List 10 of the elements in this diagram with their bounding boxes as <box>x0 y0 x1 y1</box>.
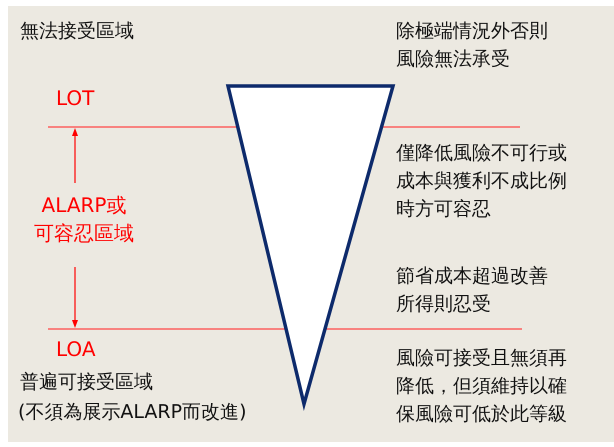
region-label: 無法接受區域 <box>20 19 135 44</box>
threshold-label: LOA <box>56 336 97 363</box>
description-text: 僅降低風險不可行或成本與獲利不成比例時方可容忍 <box>396 141 568 222</box>
region-label: 普遍可接受區域 <box>20 370 154 395</box>
note-text: (不須為展示ALARP而改進) <box>18 400 248 425</box>
description-text: 風險可接受且無須再降低，但須維持以確保風險可低於此等級 <box>396 346 568 427</box>
region-label: ALARP或可容忍區域 <box>33 192 135 247</box>
threshold-label: LOT <box>56 85 96 112</box>
description-text: 節省成本超過改善所得則忍受 <box>396 264 548 317</box>
description-text: 除極端情況外否則風險無法承受 <box>396 19 549 72</box>
